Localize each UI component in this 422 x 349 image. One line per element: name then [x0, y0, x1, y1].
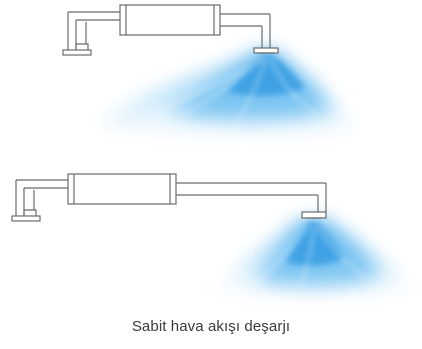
- diagram-caption: Sabit hava akışı deşarjı: [131, 318, 291, 335]
- top-airflow-plume: [96, 52, 352, 142]
- top-duct-assembly: [62, 4, 352, 142]
- bottom-airflow-plume: [218, 220, 410, 300]
- bottom-duct-assembly: [11, 173, 410, 300]
- bottom-duct-pipe: [11, 173, 327, 222]
- top-duct-pipe: [62, 4, 279, 56]
